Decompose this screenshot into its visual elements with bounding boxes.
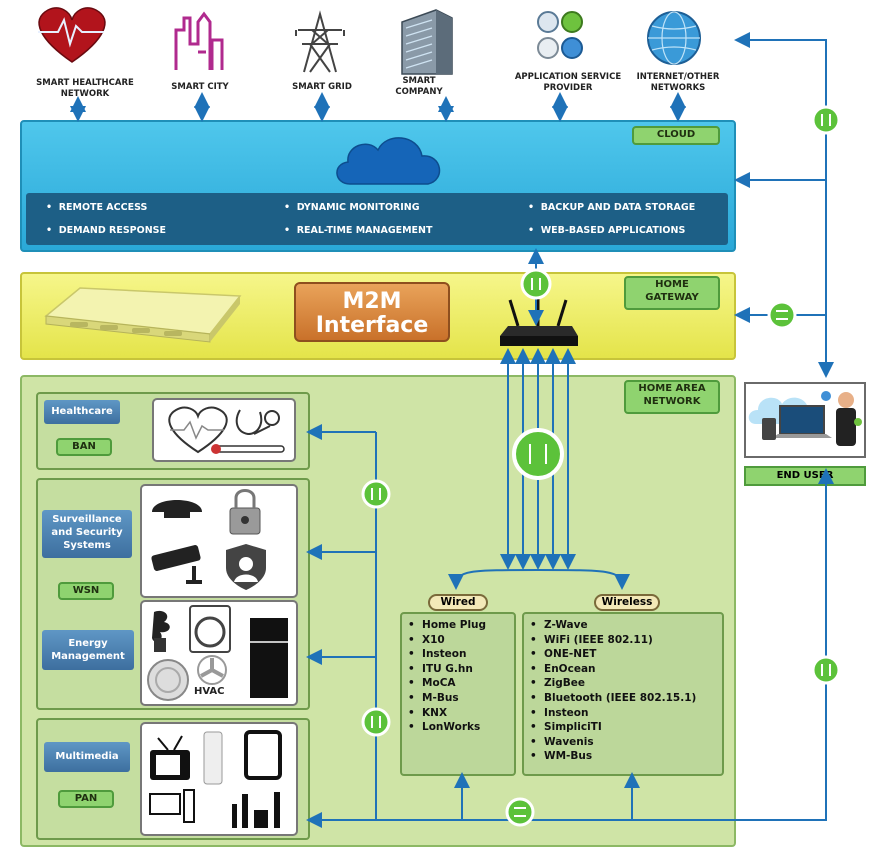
m2m-subtitle: Interface bbox=[315, 313, 429, 338]
wireless-item: • WM-Bus bbox=[530, 750, 593, 763]
wireless-item: • Bluetooth (IEEE 802.15.1) bbox=[530, 691, 697, 704]
cloud-item-remote-access: • REMOTE ACCESS bbox=[46, 202, 148, 213]
gateway-device-icon bbox=[44, 287, 242, 343]
wireless-item: • Wavenis bbox=[530, 735, 594, 748]
wired-item: • LonWorks bbox=[408, 721, 481, 734]
heart-icon bbox=[38, 7, 106, 63]
top-node-label-asp: APPLICATION SERVICE PROVIDER bbox=[514, 72, 622, 93]
cloud-item-demand-response: • DEMAND RESPONSE bbox=[46, 225, 166, 236]
wsn-tag: WSN bbox=[58, 582, 114, 600]
cloud-tag: CLOUD bbox=[632, 126, 720, 145]
service-icons bbox=[537, 11, 583, 59]
healthcare-label: Healthcare bbox=[44, 400, 120, 424]
top-node-label-company: SMART COMPANY bbox=[395, 76, 443, 97]
top-node-label-healthcare: SMART HEALTHCARE NETWORK bbox=[36, 78, 134, 99]
appliances-icon bbox=[147, 605, 288, 701]
globe-icon bbox=[647, 11, 701, 65]
energy-label: Energy Management bbox=[42, 630, 134, 670]
wireless-list: • Z-Wave • WiFi (IEEE 802.11) • ONE-NET … bbox=[530, 618, 696, 764]
power-tower-icon bbox=[295, 10, 345, 73]
heart-stethoscope-icon bbox=[168, 406, 285, 454]
wired-item: • X10 bbox=[408, 633, 445, 646]
wired-item: • Home Plug bbox=[408, 619, 487, 631]
wireless-item: • SimpliciTI bbox=[530, 721, 602, 734]
wired-item: • ITU G.hn bbox=[408, 662, 473, 675]
cloud-item-web-based: • WEB-BASED APPLICATIONS bbox=[528, 225, 686, 236]
multimedia-label: Multimedia bbox=[44, 742, 130, 772]
multimedia-image bbox=[140, 722, 298, 836]
wired-item: • M-Bus bbox=[408, 691, 459, 704]
wireless-pill: Wireless bbox=[594, 594, 660, 611]
gateway-tag: HOME GATEWAY bbox=[624, 276, 720, 310]
m2m-interface-box: M2M Interface bbox=[294, 282, 450, 342]
ban-tag: BAN bbox=[56, 438, 112, 456]
wired-pill: Wired bbox=[428, 594, 488, 611]
wireless-item: • Insteon bbox=[530, 706, 589, 719]
surveillance-image bbox=[140, 484, 298, 598]
wired-item: • MoCA bbox=[408, 677, 456, 690]
wireless-item: • ZigBee bbox=[530, 677, 586, 690]
surveillance-label: Surveillance and Security Systems bbox=[42, 510, 132, 558]
pan-tag: PAN bbox=[58, 790, 114, 808]
wired-list: • Home Plug • X10 • Insteon • ITU G.hn •… bbox=[408, 618, 486, 735]
router-icon bbox=[500, 298, 578, 346]
top-icons-layer bbox=[38, 7, 701, 75]
healthcare-image bbox=[152, 398, 296, 462]
m2m-title: M2M bbox=[342, 289, 402, 314]
wireless-item: • EnOcean bbox=[530, 662, 596, 675]
cloud-item-backup: • BACKUP AND DATA STORAGE bbox=[528, 202, 696, 213]
top-node-label-city: SMART CITY bbox=[171, 82, 229, 92]
top-node-label-internet: INTERNET/OTHER NETWORKS bbox=[636, 72, 720, 93]
cloud-item-dynamic-monitoring: • DYNAMIC MONITORING bbox=[284, 202, 420, 213]
cloud-feature-bar bbox=[26, 193, 728, 245]
wireless-list-box: • Z-Wave • WiFi (IEEE 802.11) • ONE-NET … bbox=[522, 612, 724, 776]
top-node-label-grid: SMART GRID bbox=[292, 82, 352, 92]
cloud-icon bbox=[336, 137, 441, 185]
wireless-item: • WiFi (IEEE 802.11) bbox=[530, 633, 653, 646]
end-user-tag: END USER bbox=[744, 466, 866, 486]
han-tag: HOME AREA NETWORK bbox=[624, 380, 720, 414]
hvac-label: HVAC bbox=[194, 686, 225, 697]
wired-item: • Insteon bbox=[408, 648, 467, 661]
end-user-image bbox=[744, 382, 866, 458]
security-devices-icon bbox=[151, 489, 266, 590]
wired-item: • KNX bbox=[408, 706, 448, 719]
cloud-item-real-time: • REAL-TIME MANAGEMENT bbox=[284, 225, 433, 236]
wired-list-box: • Home Plug • X10 • Insteon • ITU G.hn •… bbox=[400, 612, 516, 776]
energy-image: HVAC bbox=[140, 600, 298, 706]
end-user-devices-icon bbox=[748, 391, 862, 446]
city-icon bbox=[174, 11, 224, 70]
building-icon bbox=[401, 9, 453, 75]
wireless-item: • Z-Wave bbox=[530, 619, 588, 631]
wireless-item: • ONE-NET bbox=[530, 648, 597, 661]
media-devices-icon bbox=[149, 730, 282, 828]
